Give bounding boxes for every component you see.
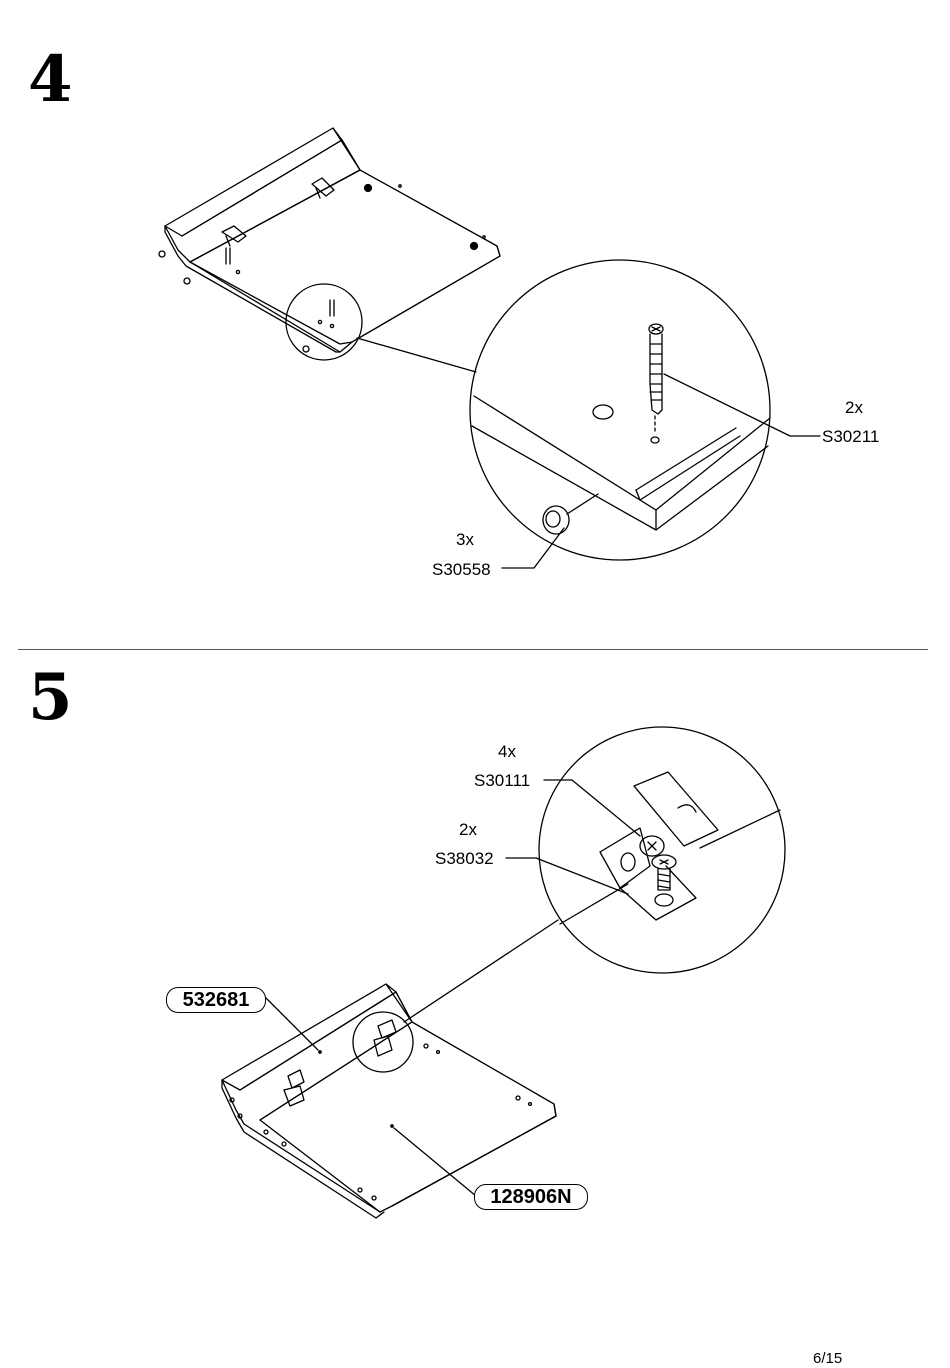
stud-icon <box>158 250 310 353</box>
panel-label-128906n: 128906N <box>474 1184 588 1210</box>
screw-icon <box>651 854 677 891</box>
part-qty-s30558: 3x <box>456 530 474 549</box>
step4-panel-drawing <box>158 127 501 373</box>
step-number-4: 4 <box>28 42 73 117</box>
page-number: 6/15 <box>813 1350 843 1367</box>
part-qty-s30111: 4x <box>498 742 516 761</box>
stud-icon <box>542 493 599 535</box>
part-code-s38032: S38032 <box>435 849 494 868</box>
part-code-s30211: S30211 <box>822 427 880 446</box>
part-qty-s38032: 2x <box>459 820 477 839</box>
step-number-5: 5 <box>28 660 73 735</box>
angle-bracket-icon <box>599 827 697 921</box>
screw-icon <box>639 835 665 857</box>
step4-detail-zoom <box>469 259 821 569</box>
part-code-s30558: S30558 <box>432 560 491 579</box>
dowel-screw-icon <box>648 323 664 415</box>
panel-label-532681: 532681 <box>166 987 266 1013</box>
step5-detail-zoom <box>505 726 786 974</box>
step-divider <box>18 649 928 650</box>
step5-panel-drawing <box>221 919 559 1219</box>
part-code-s30111: S30111 <box>474 771 531 790</box>
part-qty-s30211: 2x <box>845 398 863 417</box>
